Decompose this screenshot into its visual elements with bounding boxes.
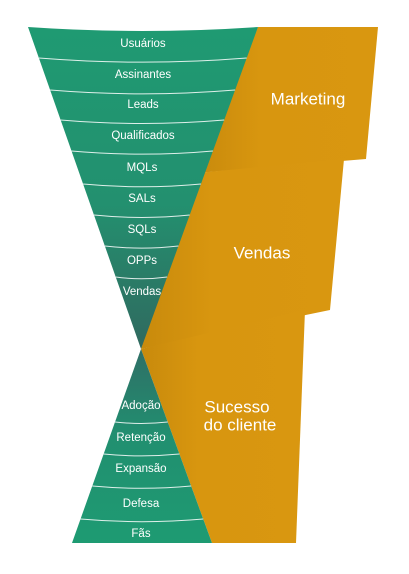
stage-label-retencao: Retenção [116,432,165,444]
funnel-top-separator-6 [93,214,190,218]
funnel-bottom-shape [72,349,212,543]
stage-label-qualificados: Qualificados [111,130,175,142]
funnel-top-separator-2 [50,89,236,95]
stage-label-assinantes: Assinantes [115,69,172,81]
stage-label-defesa: Defesa [123,498,160,510]
stage-label-fas: Fãs [131,528,150,540]
funnel-top-shape [28,27,258,349]
funnel-top-separator-5 [83,183,202,188]
funnel-bottom-separators [80,421,204,523]
funnel-top-separators [38,57,247,280]
stage-label-sals: SALs [128,193,156,205]
band-label-sucesso-line1: Sucesso [204,397,269,416]
funnel-top-separator-1 [38,57,247,63]
funnel-bottom-separator-4 [80,518,204,523]
band-label-vendas: Vendas [234,243,291,262]
stage-label-expansao: Expansão [115,463,166,475]
funnel-bottom-separator-2 [103,453,180,457]
stage-label-adocao: Adoção [121,400,160,412]
funnel-bottom-separator-3 [92,485,192,489]
funnel-top-separator-8 [115,276,168,280]
stage-label-sqls: SQLs [128,224,157,236]
stage-label-leads: Leads [127,99,159,111]
stage-label-usuarios: Usuários [120,38,166,50]
band-label-marketing: Marketing [271,89,346,108]
stage-label-opps: OPPs [127,255,157,267]
funnel-top-separator-3 [60,119,225,124]
sucesso-band [141,310,305,543]
marketing-band [197,27,378,173]
funnel-top-separator-4 [71,150,213,155]
band-label-sucesso-line2: do cliente [204,415,277,434]
funnel-bottom-separator-1 [114,421,168,424]
funnel-top-separator-7 [104,245,179,249]
stage-label-vendas: Vendas [123,286,162,298]
stage-label-mqls: MQLs [127,162,158,174]
